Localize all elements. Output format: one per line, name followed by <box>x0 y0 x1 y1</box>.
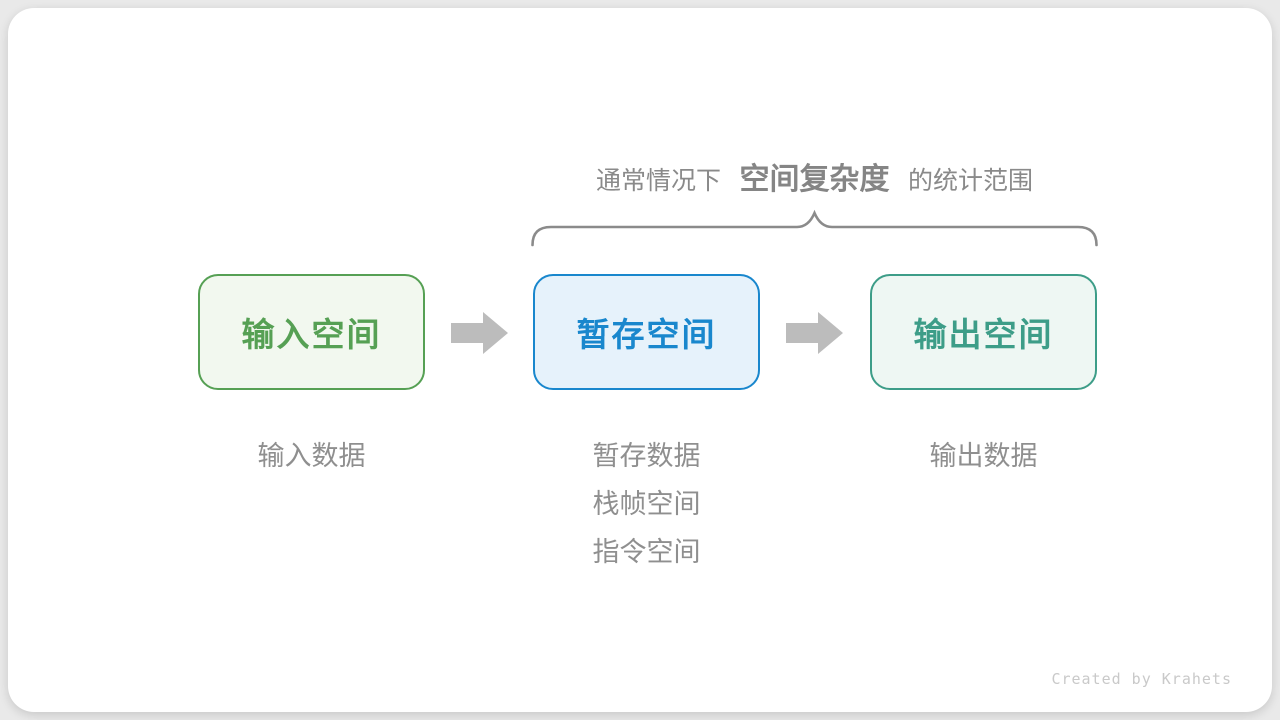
caption-output-data: 输出数据 <box>929 441 1038 471</box>
caption-temp-data: 暂存数据 <box>592 441 701 471</box>
output-space-box: 输出空间 <box>870 274 1097 390</box>
scope-brace-icon <box>531 209 1098 247</box>
scope-title-highlight: 空间复杂度 <box>739 163 890 196</box>
temp-space-box: 暂存空间 <box>533 274 760 390</box>
output-space-label: 输出空间 <box>913 316 1054 353</box>
caption-stack-frame-space: 栈帧空间 <box>592 489 701 519</box>
scope-title: 通常情况下 空间复杂度 的统计范围 <box>531 154 1098 198</box>
credit-text: Created by Krahets <box>1051 670 1232 688</box>
temp-captions: 暂存数据 栈帧空间 指令空间 <box>533 432 760 576</box>
input-captions: 输入数据 <box>198 432 425 480</box>
scope-title-prefix: 通常情况下 <box>596 167 722 195</box>
arrow-right-icon <box>786 312 843 354</box>
temp-space-label: 暂存空间 <box>576 316 717 353</box>
arrow-right-icon <box>451 312 508 354</box>
caption-instruction-space: 指令空间 <box>592 537 701 567</box>
input-space-box: 输入空间 <box>198 274 425 390</box>
diagram-card: 通常情况下 空间复杂度 的统计范围 输入空间 暂存空间 输出空间 输入数据 <box>8 8 1272 712</box>
output-captions: 输出数据 <box>870 432 1097 480</box>
caption-input-data: 输入数据 <box>257 441 366 471</box>
scope-title-suffix: 的统计范围 <box>907 167 1033 195</box>
input-space-label: 输入空间 <box>241 316 382 353</box>
